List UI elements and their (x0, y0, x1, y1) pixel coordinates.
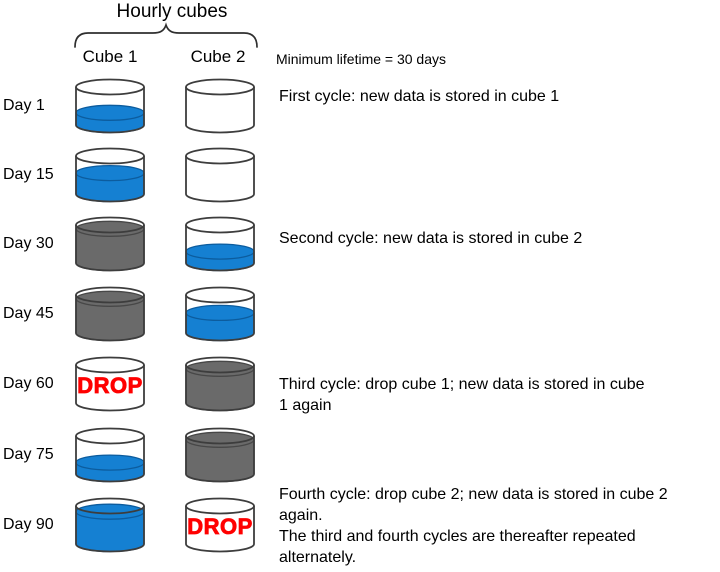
day-label: Day 30 (3, 235, 54, 252)
cylinder-cube2 (185, 356, 255, 412)
cylinder-cube1 (75, 147, 145, 203)
cylinder-cube2 (185, 78, 255, 134)
cylinder-cube1 (75, 497, 145, 553)
drop-label: DROP (77, 373, 143, 398)
cycle-note: Third cycle: drop cube 1; new data is st… (279, 374, 720, 416)
diagram-title: Hourly cubes (116, 1, 228, 22)
cylinder-cube1 (75, 216, 145, 272)
note-line: 1 again (279, 397, 332, 414)
brace-icon (74, 22, 258, 48)
day-label: Day 15 (3, 166, 54, 183)
day-label: Day 1 (3, 97, 45, 114)
cylinder-cube1 (75, 78, 145, 134)
cycle-note: First cycle: new data is stored in cube … (279, 86, 720, 107)
column-header-cube1: Cube 1 (82, 47, 138, 66)
cylinder-cube1 (75, 286, 145, 342)
cylinder-cube2 (185, 427, 255, 483)
day-label: Day 90 (3, 516, 54, 533)
cylinder-cube2 (185, 286, 255, 342)
cylinder-cube2 (185, 147, 255, 203)
day-label: Day 75 (3, 446, 54, 463)
minimum-lifetime-note: Minimum lifetime = 30 days (276, 51, 447, 67)
day-label: Day 45 (3, 305, 54, 322)
cylinder-cube1 (75, 427, 145, 483)
note-line: The third and fourth cycles are thereaft… (279, 528, 636, 545)
cylinder-cube1-dropped: DROP (75, 356, 145, 412)
note-line: First cycle: new data is stored in cube … (279, 88, 560, 105)
cycle-note: Second cycle: new data is stored in cube… (279, 228, 720, 249)
note-line: Third cycle: drop cube 1; new data is st… (279, 376, 645, 393)
column-header-cube2: Cube 2 (190, 47, 246, 66)
drop-label: DROP (187, 514, 253, 539)
note-line: Second cycle: new data is stored in cube… (279, 230, 583, 247)
note-line: alternately. (279, 549, 357, 566)
cylinder-cube2-dropped: DROP (185, 497, 255, 553)
cycle-note: Fourth cycle: drop cube 2; new data is s… (279, 484, 720, 568)
day-label: Day 60 (3, 375, 54, 392)
note-line: again. (279, 507, 323, 524)
note-line: Fourth cycle: drop cube 2; new data is s… (279, 486, 668, 503)
cylinder-cube2 (185, 216, 255, 272)
